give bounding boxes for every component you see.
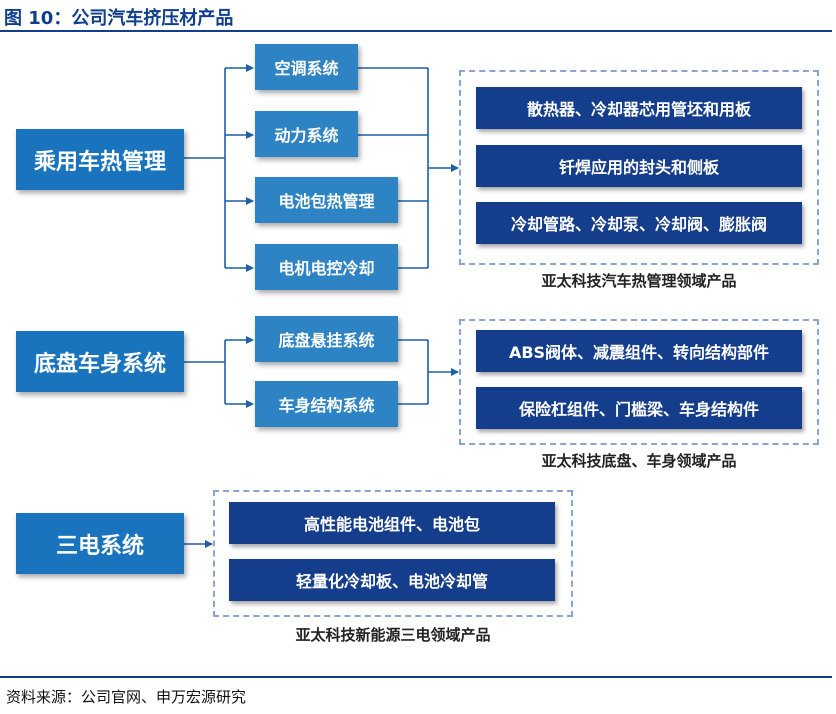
system-chassis-suspension: 底盘悬挂系统: [255, 316, 398, 362]
product-group-thermal: [459, 70, 819, 265]
system-air-conditioning: 空调系统: [255, 44, 358, 90]
system-battery-thermal: 电池包热管理: [255, 177, 398, 223]
product-group-chassis: [459, 319, 819, 445]
caption-thermal-products: 亚太科技汽车热管理领域产品: [541, 272, 737, 290]
system-powertrain: 动力系统: [255, 111, 358, 157]
product-group-electric: [213, 490, 573, 617]
source-note: 资料来源：公司官网、申万宏源研究: [6, 688, 247, 706]
category-passenger-thermal: 乘用车热管理: [16, 129, 184, 190]
product-cooling-plate: 轻量化冷却板、电池冷却管: [229, 559, 555, 601]
title-rule: [0, 30, 832, 32]
product-radiator-tubes: 散热器、冷却器芯用管坯和用板: [476, 87, 802, 129]
system-body-structure: 车身结构系统: [255, 381, 398, 427]
page-title: 图 10：公司汽车挤压材产品: [4, 8, 234, 29]
product-bumper-beam: 保险杠组件、门槛梁、车身结构件: [476, 387, 802, 429]
footer-rule: [0, 676, 832, 678]
caption-chassis-products: 亚太科技底盘、车身领域产品: [541, 452, 737, 470]
category-electric-system: 三电系统: [16, 513, 184, 574]
caption-electric-products: 亚太科技新能源三电领域产品: [295, 626, 491, 644]
system-motor-cooling: 电机电控冷却: [255, 244, 398, 290]
product-cooling-pipes: 冷却管路、冷却泵、冷却阀、膨胀阀: [476, 202, 802, 244]
product-brazing-headers: 钎焊应用的封头和侧板: [476, 145, 802, 187]
product-battery-pack: 高性能电池组件、电池包: [229, 502, 555, 544]
product-abs-valve: ABS阀体、减震组件、转向结构部件: [476, 330, 802, 372]
category-chassis-body: 底盘车身系统: [16, 331, 184, 392]
